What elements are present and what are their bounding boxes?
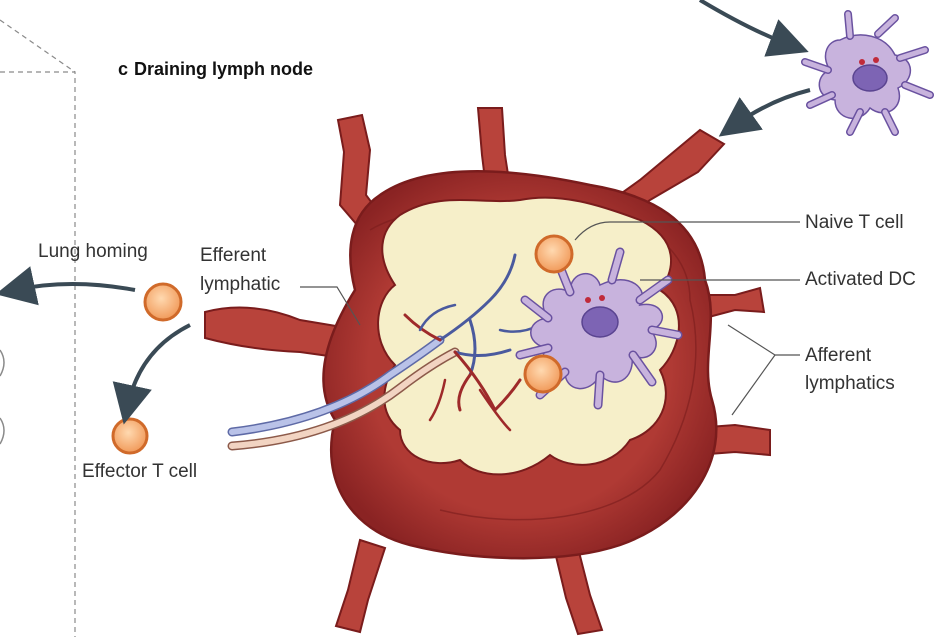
dc-nucleus — [582, 307, 618, 337]
panel-title: c Draining lymph node — [118, 59, 313, 80]
arrow-incoming-dc — [700, 0, 790, 45]
arrow-dc-to-node — [735, 90, 810, 125]
label-naive-t-cell: Naive T cell — [805, 211, 904, 234]
migrating-dc-cell — [805, 14, 930, 132]
panel-title-text: Draining lymph node — [134, 59, 313, 79]
label-lung-homing: Lung homing — [38, 240, 148, 263]
migrating-dc-nucleus — [853, 65, 887, 91]
label-efferent-line2: lymphatic — [200, 273, 280, 296]
edge-cells — [0, 350, 4, 444]
panel-letter: c — [118, 59, 128, 79]
lung-homing-t-cell — [145, 284, 181, 320]
previous-panel-border — [0, 20, 75, 637]
effector-t-cell — [113, 419, 147, 453]
label-efferent-line1: Efferent — [200, 244, 266, 267]
arrow-effector — [128, 325, 190, 405]
vessel-bottom-left — [336, 540, 385, 632]
label-afferent-line2: lymphatics — [805, 372, 895, 395]
label-activated-dc: Activated DC — [805, 268, 916, 291]
vessel-bottom-mid — [555, 548, 602, 634]
label-afferent-line1: Afferent — [805, 344, 871, 367]
label-effector-t-cell: Effector T cell — [82, 460, 197, 483]
naive-t-cell-1 — [536, 236, 572, 272]
naive-t-cell-2 — [525, 356, 561, 392]
